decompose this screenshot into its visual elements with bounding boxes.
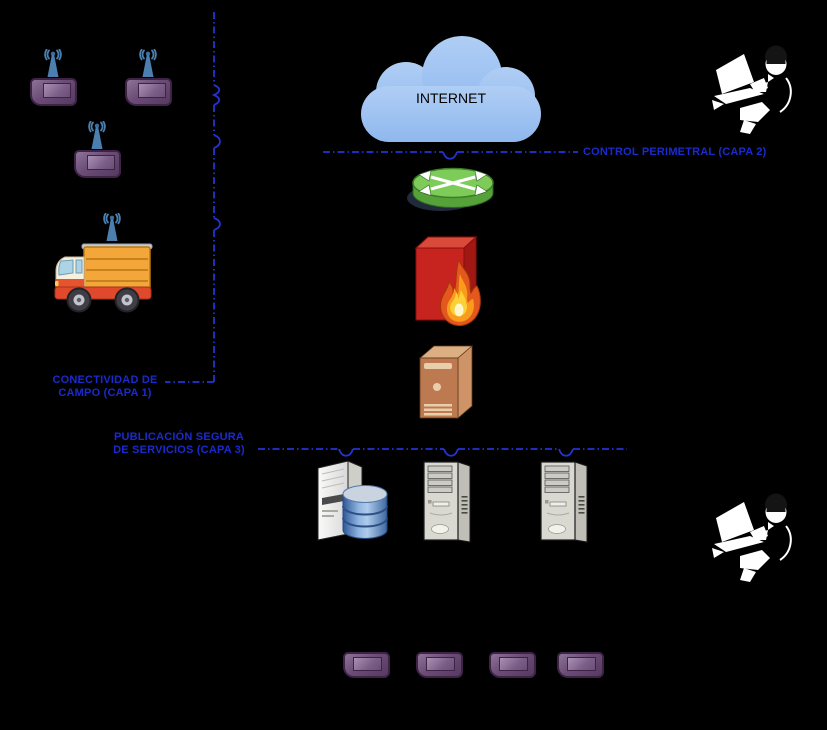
antenna-icon — [44, 49, 62, 77]
person-at-laptop-icon — [712, 45, 792, 134]
wireless-terminal-icon — [30, 78, 77, 106]
person-at-laptop-icon — [712, 493, 792, 582]
radio-truck-icon — [54, 243, 153, 313]
wireless-terminal-icon — [74, 150, 121, 178]
capa1-boundary-line — [165, 12, 215, 383]
capa2-crossing-bump — [442, 151, 458, 160]
terminal-icon — [343, 652, 390, 678]
label-capa1-line1: CONECTIVIDAD DE — [52, 374, 158, 386]
application-server-icon — [540, 461, 588, 543]
antenna-icon — [139, 49, 157, 77]
label-capa3-line2: DE SERVICIOS (CAPA 3) — [113, 444, 245, 456]
antenna-icon — [88, 121, 106, 149]
capa1-crossing-bumps — [211, 84, 221, 231]
firewall-icon — [414, 235, 481, 327]
router-icon — [407, 167, 494, 211]
database-server-icon — [317, 460, 388, 541]
label-capa3-line1: PUBLICACIÓN SEGURA — [113, 431, 245, 443]
antenna-icon — [103, 213, 121, 241]
security-appliance-icon — [418, 345, 474, 419]
label-capa1-line2: CAMPO (CAPA 1) — [58, 387, 152, 399]
capa3-crossing-bumps — [338, 448, 574, 457]
application-server-icon — [423, 461, 471, 543]
terminal-icon — [489, 652, 536, 678]
label-capa3: PUBLICACIÓN SEGURA DE SERVICIOS (CAPA 3) — [109, 431, 249, 457]
label-capa2: CONTROL PERIMETRAL (CAPA 2) — [583, 146, 767, 158]
wireless-terminal-icon — [125, 78, 172, 106]
terminal-icon — [416, 652, 463, 678]
label-capa1: CONECTIVIDAD DE CAMPO (CAPA 1) — [35, 374, 175, 400]
internet-cloud-icon: INTERNET — [361, 36, 541, 142]
internet-label: INTERNET — [416, 90, 486, 106]
terminal-icon — [557, 652, 604, 678]
